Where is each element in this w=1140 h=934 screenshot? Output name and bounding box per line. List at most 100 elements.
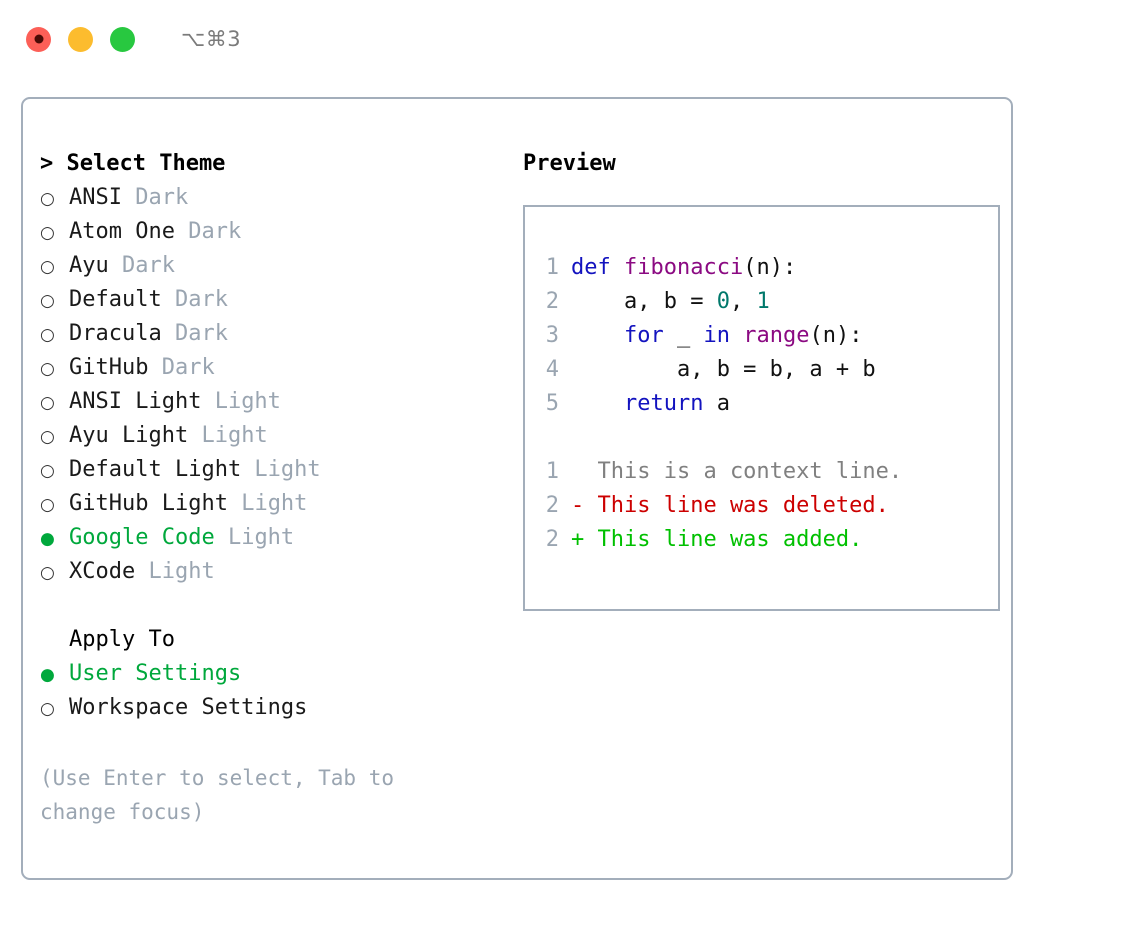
theme-option-8[interactable]: ○Default Light Light <box>40 453 500 487</box>
apply-to-option-label: Workspace Settings <box>69 695 308 720</box>
code-token-plain: a, b = b, a + b <box>571 357 876 382</box>
line-number: 5 <box>545 391 559 416</box>
code-line-2: 2 a, b = 0, 1 <box>543 285 998 319</box>
theme-option-label: GitHub Light <box>69 491 228 516</box>
code-token-plain <box>571 323 624 348</box>
code-token-plain: (n): <box>809 323 863 348</box>
keyboard-hint: (Use Enter to select, Tab to change focu… <box>40 766 395 824</box>
close-button[interactable] <box>26 26 51 52</box>
theme-option-3[interactable]: ○ Default Dark <box>40 283 500 317</box>
diff-text: - This line was deleted. <box>571 493 889 518</box>
line-number: 2 <box>545 493 559 518</box>
theme-appearance-tag: Light <box>188 423 268 448</box>
theme-option-0[interactable]: ○ ANSI Dark <box>40 181 500 215</box>
diff-sample: 1 This is a context line. 2 - This line wa… <box>543 455 998 557</box>
diff-line-add: 2+ This line was added. <box>543 523 998 557</box>
diff-line-del: 2 - This line was deleted. <box>543 489 998 523</box>
theme-appearance-tag: Light <box>135 559 215 584</box>
diff-text: This is a context line. <box>571 459 903 484</box>
theme-appearance-tag: Dark <box>161 287 228 312</box>
theme-option-10[interactable]: ● Google Code Light <box>40 521 500 555</box>
theme-option-label: Dracula <box>69 321 162 346</box>
radio-selected-icon: ● <box>40 665 55 685</box>
code-token-plain: a <box>703 391 730 416</box>
code-token-plain: , <box>729 289 757 314</box>
code-token-plain <box>571 391 624 416</box>
theme-option-4[interactable]: ○ Dracula Dark <box>40 317 500 351</box>
code-token-kw: def <box>571 255 624 280</box>
theme-appearance-tag: Light <box>227 491 308 516</box>
line-number: 4 <box>545 357 559 382</box>
section-spacer <box>40 589 500 623</box>
code-line-3: 3 for _ in range(n): <box>543 319 998 353</box>
code-line-5: 5 return a <box>543 387 998 421</box>
theme-option-label: ANSI <box>69 185 122 210</box>
code-token-fn: range <box>743 323 810 348</box>
theme-option-list: ○ANSI Dark○Atom One Dark○Ayu Dark○Defaul… <box>40 181 500 589</box>
radio-unselected-icon: ○ <box>40 223 55 243</box>
line-number: 3 <box>545 323 559 348</box>
radio-unselected-icon: ○ <box>40 427 55 447</box>
theme-appearance-tag: Dark <box>108 253 175 278</box>
theme-appearance-tag: Light <box>241 457 321 482</box>
theme-option-label: GitHub <box>69 355 149 380</box>
radio-unselected-icon: ○ <box>40 189 55 209</box>
code-token-fn: fibonacci <box>623 255 744 280</box>
code-token-plain: _ <box>663 323 704 348</box>
code-token-num: 0 <box>716 289 730 314</box>
theme-option-label: Default Light <box>69 457 242 482</box>
theme-option-2[interactable]: ○ Ayu Dark <box>40 249 500 283</box>
theme-option-5[interactable]: ○GitHub Dark <box>40 351 500 385</box>
theme-appearance-tag: Dark <box>174 219 242 244</box>
apply-to-header: Apply To <box>69 627 175 652</box>
code-line-4: 4 a, b = b, a + b <box>543 353 998 387</box>
theme-option-label: XCode <box>69 559 136 584</box>
theme-option-6[interactable]: ○ ANSI Light Light <box>40 385 500 419</box>
theme-option-9[interactable]: ○GitHub Light Light <box>40 487 500 521</box>
apply-to-option-label: User Settings <box>69 661 242 686</box>
theme-option-11[interactable]: ○XCode Light <box>40 555 500 589</box>
apply-to-option-1[interactable]: ○Workspace Settings <box>40 691 500 725</box>
radio-unselected-icon: ○ <box>40 359 55 379</box>
theme-option-label: ANSI Light <box>69 389 202 414</box>
theme-option-1[interactable]: ○Atom One Dark <box>40 215 500 249</box>
theme-appearance-tag: Light <box>214 525 295 550</box>
window-shortcut-label: ⌥⌘3 <box>181 27 242 51</box>
theme-option-label: Ayu <box>69 253 109 278</box>
left-column: > Select Theme ○ANSI Dark○Atom One Dark○… <box>39 147 500 878</box>
code-token-kw: in <box>703 323 730 348</box>
code-token-plain: a, b = <box>571 289 717 314</box>
radio-unselected-icon: ○ <box>40 257 55 277</box>
radio-selected-icon: ● <box>40 529 55 549</box>
theme-option-7[interactable]: ○ Ayu Light Light <box>40 419 500 453</box>
line-number: 1 <box>545 459 559 484</box>
line-number: 2 <box>545 527 559 552</box>
select-theme-header: > Select Theme <box>40 151 226 176</box>
theme-appearance-tag: Dark <box>121 185 189 210</box>
code-token-kw: for <box>623 323 664 348</box>
dialog-panel: > Select Theme ○ANSI Dark○Atom One Dark○… <box>21 97 1013 880</box>
code-diff-spacer <box>543 421 998 455</box>
radio-unselected-icon: ○ <box>40 393 55 413</box>
minimize-button[interactable] <box>68 26 93 52</box>
radio-unselected-icon: ○ <box>40 325 55 345</box>
theme-option-label: Ayu Light <box>69 423 189 448</box>
theme-option-label: Google Code <box>69 525 215 550</box>
window-titlebar: ⌥⌘3 <box>0 0 1140 78</box>
apply-to-option-list: ● User Settings ○Workspace Settings <box>40 657 500 725</box>
traffic-lights <box>26 26 135 52</box>
preview-title: Preview <box>523 151 616 176</box>
code-token-plain: (n): <box>743 255 797 280</box>
code-token-num: 1 <box>756 289 770 314</box>
theme-appearance-tag: Light <box>201 389 281 414</box>
apply-to-option-0[interactable]: ● User Settings <box>40 657 500 691</box>
radio-unselected-icon: ○ <box>40 291 55 311</box>
theme-option-label: Default <box>69 287 162 312</box>
theme-appearance-tag: Dark <box>161 321 228 346</box>
diff-line-ctx: 1 This is a context line. <box>543 455 998 489</box>
maximize-button[interactable] <box>110 26 135 52</box>
